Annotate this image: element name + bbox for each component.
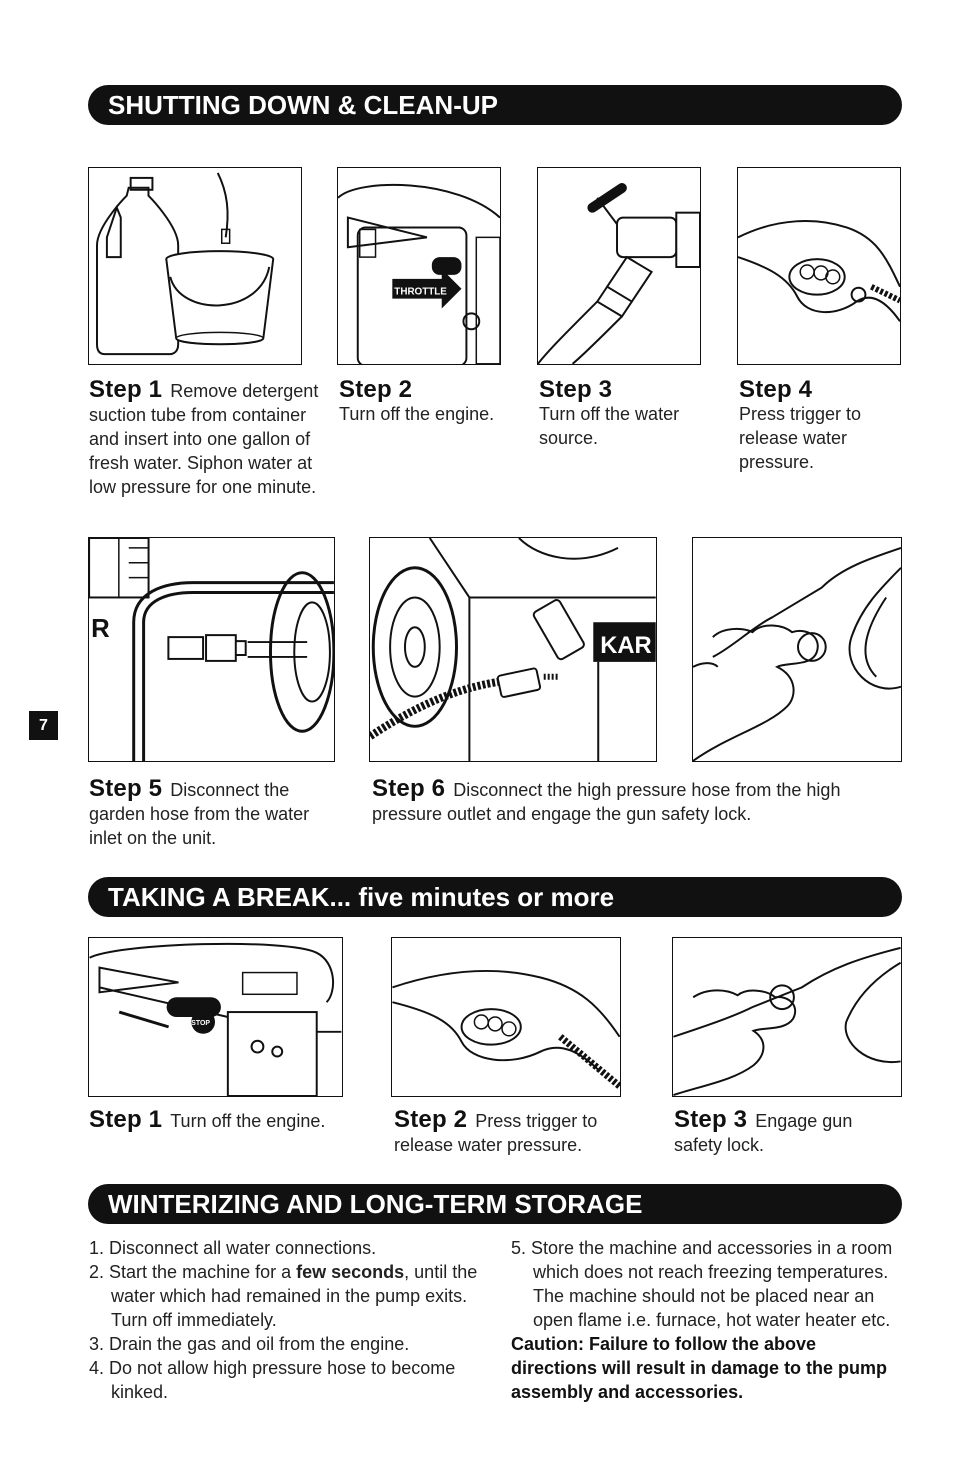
svg-text:R: R — [91, 615, 110, 643]
svg-text:THROTTLE: THROTTLE — [394, 287, 447, 298]
svg-text:STOP: STOP — [191, 1020, 210, 1027]
list-item: 1. Disconnect all water connections. — [89, 1238, 377, 1258]
section-title-winterizing: WINTERIZING AND LONG-TERM STORAGE — [88, 1184, 902, 1224]
step2-illustration-engine-throttle: THROTTLE — [337, 167, 501, 365]
step3-illustration-water-spigot — [537, 167, 701, 365]
break-step3-illustration-safety-lock — [672, 937, 902, 1097]
svg-text:KAR: KAR — [600, 632, 652, 659]
step1-illustration-jug-bucket — [88, 167, 302, 365]
list-item: 2. Start the machine for a few seconds, … — [89, 1262, 478, 1330]
step6-illustration-safety-lock — [692, 537, 902, 762]
break-step2-illustration-gun-trigger — [391, 937, 621, 1097]
break-step1-illustration-engine: STOP — [88, 937, 343, 1097]
caution-note: Caution: Failure to follow the above dir… — [511, 1334, 888, 1402]
step4-illustration-gun-trigger — [737, 167, 901, 365]
section-title-shutdown: SHUTTING DOWN & CLEAN-UP — [88, 85, 902, 125]
list-item: 5. Store the machine and accessories in … — [511, 1238, 893, 1330]
winterizing-list-right: 5. Store the machine and accessories in … — [511, 1236, 903, 1404]
step6-illustration-high-pressure-outlet: KAR — [369, 537, 657, 762]
page-number: 7 — [29, 711, 58, 740]
step5-illustration-garden-hose-inlet: R — [88, 537, 335, 762]
list-item: 4. Do not allow high pressure hose to be… — [89, 1358, 456, 1402]
section-title-taking-a-break: TAKING A BREAK... five minutes or more — [88, 877, 902, 917]
winterizing-list-left: 1. Disconnect all water connections. 2. … — [89, 1236, 489, 1404]
list-item: 3. Drain the gas and oil from the engine… — [89, 1334, 410, 1354]
